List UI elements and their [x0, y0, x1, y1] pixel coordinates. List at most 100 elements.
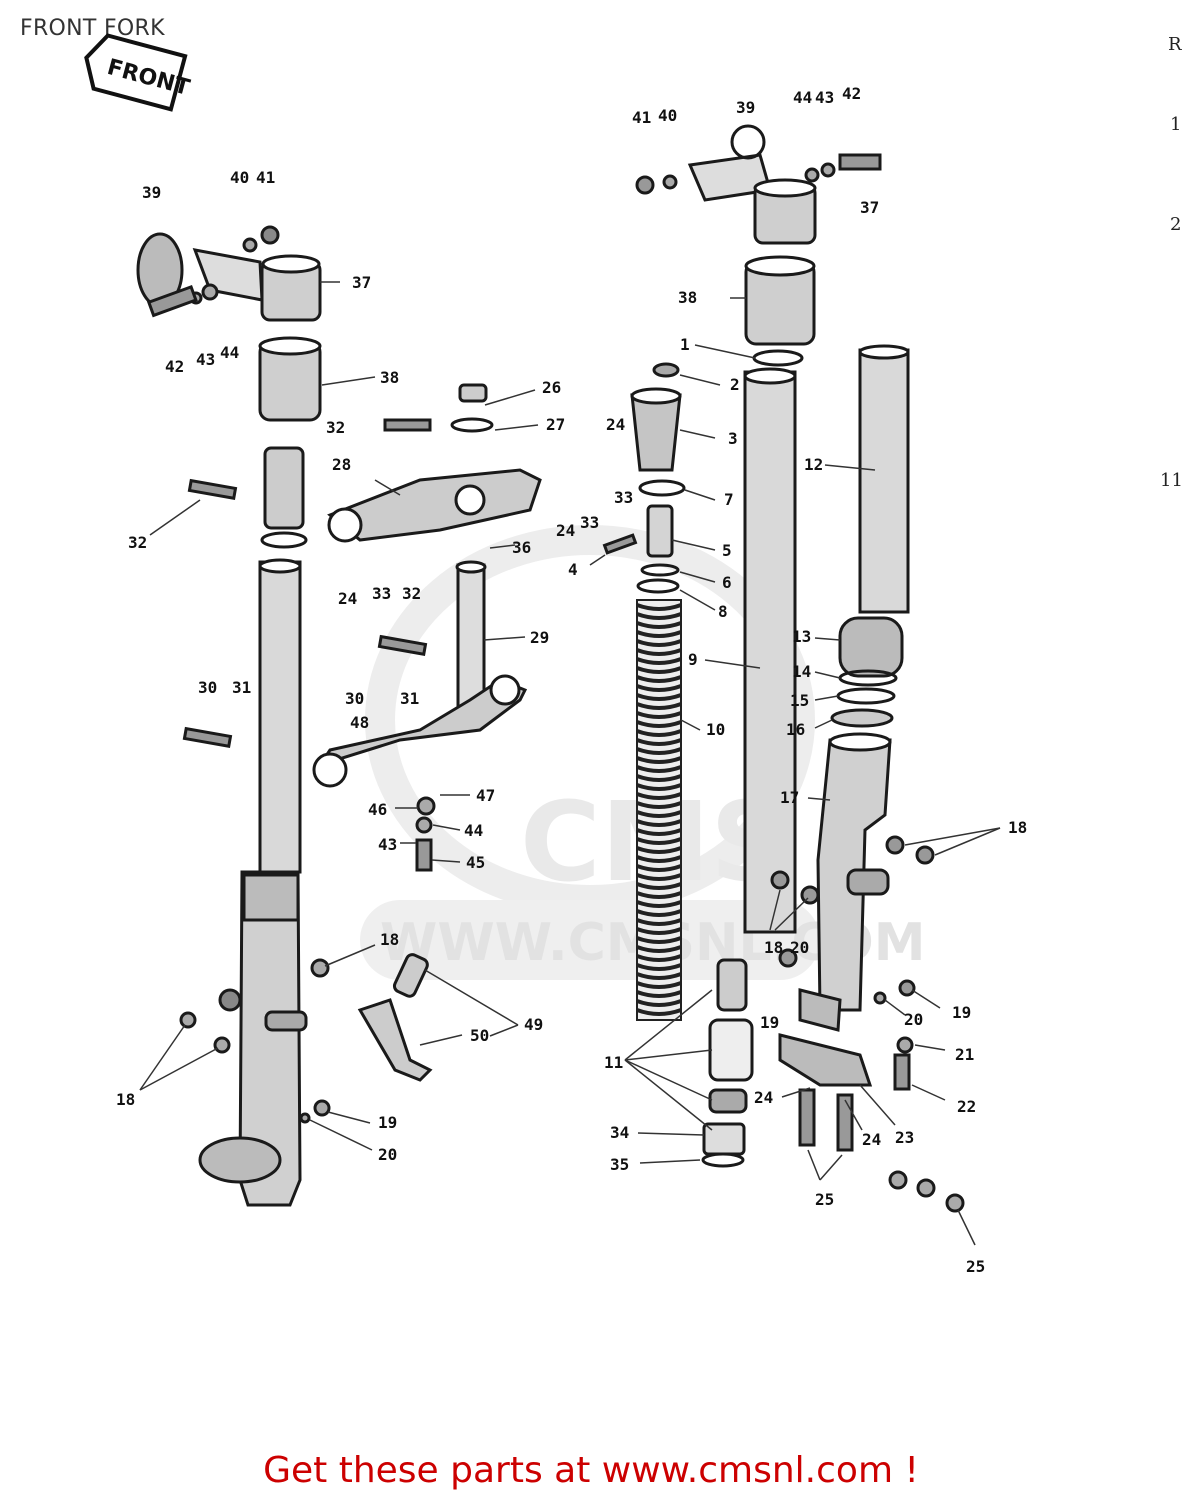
callout: 24	[862, 1130, 881, 1149]
callout: 23	[895, 1128, 914, 1147]
callout: 38	[380, 368, 399, 387]
spring-coil	[636, 882, 682, 890]
spring-coil	[636, 720, 682, 728]
page-title: FRONT FORK	[20, 16, 165, 41]
callout: 28	[332, 455, 351, 474]
spring-coil	[636, 612, 682, 620]
steering-stem-assembly	[182, 383, 542, 1082]
callout: 38	[678, 288, 697, 307]
spring-coil	[636, 765, 682, 773]
callout: 43	[196, 350, 215, 369]
spring-coil	[636, 630, 682, 638]
callout: 5	[722, 541, 732, 560]
spring-coil	[636, 828, 682, 836]
callout: 1	[680, 335, 690, 354]
callout: 50	[470, 1026, 489, 1045]
spring-coil	[636, 927, 682, 935]
spring-coil	[636, 675, 682, 683]
spring-coil	[636, 756, 682, 764]
callout: 6	[722, 573, 732, 592]
callout: 17	[780, 788, 799, 807]
spring-coil	[636, 981, 682, 989]
callout: 14	[792, 662, 811, 681]
callout: 20	[790, 938, 809, 957]
spring-coil	[636, 684, 682, 692]
callout: 43	[815, 88, 834, 107]
callout: 11	[604, 1053, 623, 1072]
promo-banner: Get these parts at www.cmsnl.com !	[0, 1450, 1182, 1491]
promo-link[interactable]: Get these parts at www.cmsnl.com !	[263, 1450, 919, 1491]
spring-coil	[636, 864, 682, 872]
spring-coil	[636, 774, 682, 782]
callout: 10	[706, 720, 725, 739]
callout-labels: 39 40 41 37 42 43 44 38 32 32 28 26 27 2…	[116, 84, 1027, 1276]
leader-lines	[139, 281, 1001, 1246]
spring-coil	[636, 783, 682, 791]
spring-coil	[636, 900, 682, 908]
callout: 49	[524, 1015, 543, 1034]
callout: 44	[220, 343, 239, 362]
callout: 48	[350, 713, 369, 732]
callout: 45	[466, 853, 485, 872]
callout: 3	[728, 429, 738, 448]
callout: 8	[718, 602, 728, 621]
callout: 27	[546, 415, 565, 434]
spring-coil	[636, 702, 682, 710]
callout: 32	[402, 584, 421, 603]
callout: 36	[512, 538, 531, 557]
spring-coil	[636, 918, 682, 926]
callout: 24	[556, 521, 575, 540]
callout: 40	[230, 168, 249, 187]
spring-coil	[636, 837, 682, 845]
spring-coil	[636, 639, 682, 647]
callout: 37	[352, 273, 371, 292]
spring-coil	[636, 1008, 682, 1016]
spring-coil	[636, 792, 682, 800]
callout: 19	[760, 1013, 779, 1032]
margin-fragment: 2	[1170, 214, 1182, 235]
left-small-parts	[179, 958, 331, 1124]
spring-coil	[636, 747, 682, 755]
callout: 25	[815, 1190, 834, 1209]
callout: 13	[792, 627, 811, 646]
spring-coil	[636, 963, 682, 971]
spring-coil	[636, 972, 682, 980]
spring-coil	[636, 990, 682, 998]
callout: 15	[790, 691, 809, 710]
spring-coil	[636, 621, 682, 629]
callout: 34	[610, 1123, 629, 1142]
callout: 44	[464, 821, 483, 840]
spring-coil	[636, 648, 682, 656]
callout: 41	[632, 108, 651, 127]
callout: 12	[804, 455, 823, 474]
spring-coil	[636, 810, 682, 818]
callout: 2	[730, 375, 740, 394]
spring-coil	[636, 873, 682, 881]
callout: 9	[688, 650, 698, 669]
spring-coil	[636, 819, 682, 827]
callout: 39	[142, 183, 161, 202]
spring-coil	[636, 855, 682, 863]
callout: 32	[326, 418, 345, 437]
callout: 24	[754, 1088, 773, 1107]
callout: 47	[476, 786, 495, 805]
callout: 41	[256, 168, 275, 187]
callout: 31	[232, 678, 251, 697]
margin-fragment: 11	[1160, 470, 1182, 491]
callout: 19	[952, 1003, 971, 1022]
callout: 22	[957, 1097, 976, 1116]
callout: 18	[764, 938, 783, 957]
callout: 18	[116, 1090, 135, 1109]
spring-coil	[636, 711, 682, 719]
callout: 30	[345, 689, 364, 708]
callout: 42	[842, 84, 861, 103]
callout: 33	[580, 513, 599, 532]
callout: 24	[606, 415, 625, 434]
spring-coil	[636, 999, 682, 1007]
callout: 21	[955, 1045, 974, 1064]
spring-coil	[636, 738, 682, 746]
spring-coil	[636, 846, 682, 854]
margin-fragment: 1	[1170, 114, 1182, 135]
callout: 31	[400, 689, 419, 708]
callout: 4	[568, 560, 578, 579]
